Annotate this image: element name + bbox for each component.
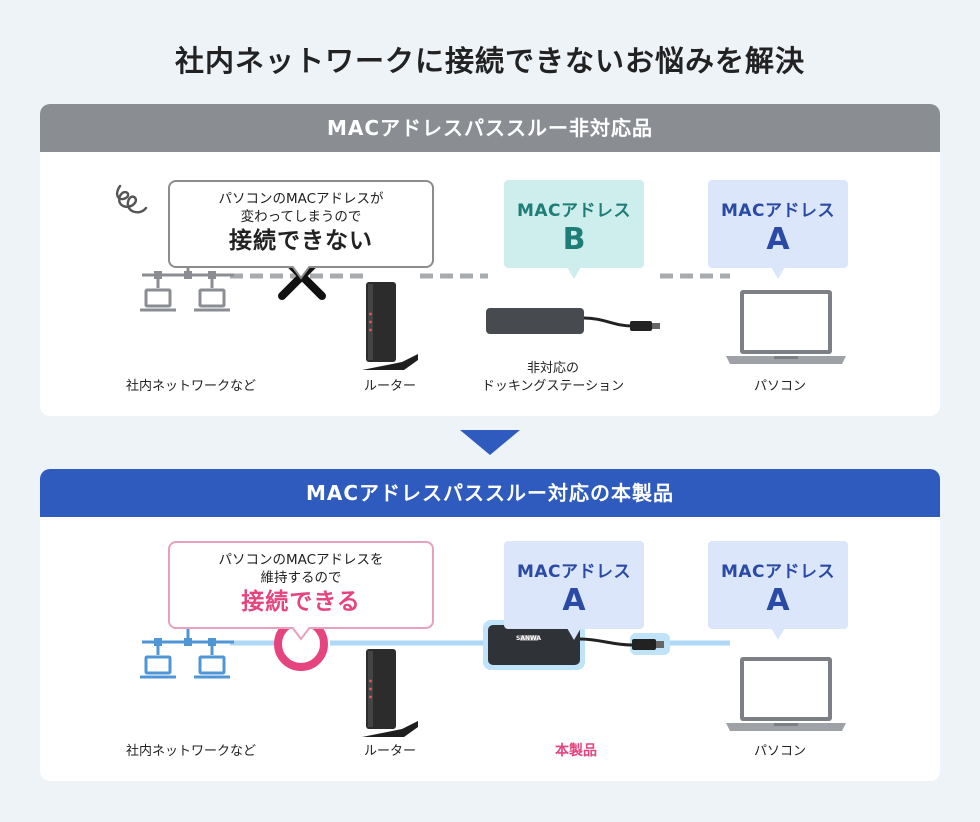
panel-header-supported: MACアドレスパススルー対応の本製品 — [40, 469, 940, 517]
product-label: 本製品 — [555, 743, 597, 759]
bubble-headline: 接続できない — [229, 228, 373, 254]
pc-label: パソコン — [753, 744, 806, 759]
router-icon — [362, 282, 418, 370]
product-brand-label: SANWA — [516, 635, 541, 642]
tag-pointer — [567, 267, 581, 279]
diagram-supported: SANWA パソコンのMACアドレスを 維持するので 接続できる MACアドレス… — [40, 517, 940, 781]
warning-speech-bubble: パソコンのMACアドレスが 変わってしまうので 接続できない — [168, 180, 434, 268]
mac-tag-value: A — [562, 583, 586, 618]
product-dock-icon — [483, 620, 670, 670]
router-label: ルーター — [363, 744, 416, 759]
network-label: 社内ネットワークなど — [125, 744, 256, 759]
bubble-text-line2: 維持するので — [260, 570, 342, 586]
panel-header-not-supported: MACアドレスパススルー非対応品 — [40, 104, 940, 152]
bubble-tail — [292, 266, 310, 280]
dock-label-line2: ドッキングステーション — [481, 379, 625, 394]
bubble-text-line2: 変わってしまうので — [240, 209, 362, 225]
tag-pointer — [771, 628, 785, 640]
mac-tag-label: MACアドレス — [720, 201, 836, 221]
mac-address-tag-pc: MACアドレス A — [708, 541, 848, 629]
router-label: ルーター — [363, 379, 416, 394]
tag-pointer — [567, 628, 581, 640]
laptop-icon — [726, 290, 846, 364]
mac-address-tag-dock: MACアドレス B — [504, 180, 644, 268]
mac-tag-label: MACアドレス — [516, 562, 632, 582]
pc-label: パソコン — [753, 379, 806, 394]
tag-pointer — [771, 267, 785, 279]
panel-not-supported: MACアドレスパススルー非対応品 — [40, 104, 940, 416]
down-arrow-icon — [460, 430, 520, 455]
bubble-text-line1: パソコンのMACアドレスが — [218, 191, 384, 207]
mac-address-tag-product: MACアドレス A — [504, 541, 644, 629]
mac-tag-label: MACアドレス — [516, 201, 632, 221]
confusion-scribble-icon — [115, 184, 148, 214]
diagram-not-supported: パソコンのMACアドレスが 変わってしまうので 接続できない MACアドレス B… — [40, 152, 940, 416]
page-title: 社内ネットワークに接続できないお悩みを解決 — [174, 44, 805, 78]
mac-tag-label: MACアドレス — [720, 562, 836, 582]
mac-tag-value: A — [766, 583, 790, 618]
bubble-tail — [292, 627, 310, 641]
router-icon — [362, 649, 418, 737]
mac-tag-value: B — [562, 222, 586, 257]
laptop-icon — [726, 657, 846, 731]
dock-icon — [486, 308, 660, 334]
mac-tag-value: A — [766, 222, 790, 257]
connection-lines — [230, 640, 730, 646]
panel-supported: MACアドレスパススルー対応の本製品 — [40, 469, 940, 781]
bubble-headline: 接続できる — [241, 589, 361, 615]
mac-address-tag-pc: MACアドレス A — [708, 180, 848, 268]
bubble-text-line1: パソコンのMACアドレスを — [218, 552, 384, 568]
network-label: 社内ネットワークなど — [125, 379, 256, 394]
success-speech-bubble: パソコンのMACアドレスを 維持するので 接続できる — [168, 541, 434, 629]
dock-label-line1: 非対応の — [526, 361, 579, 376]
